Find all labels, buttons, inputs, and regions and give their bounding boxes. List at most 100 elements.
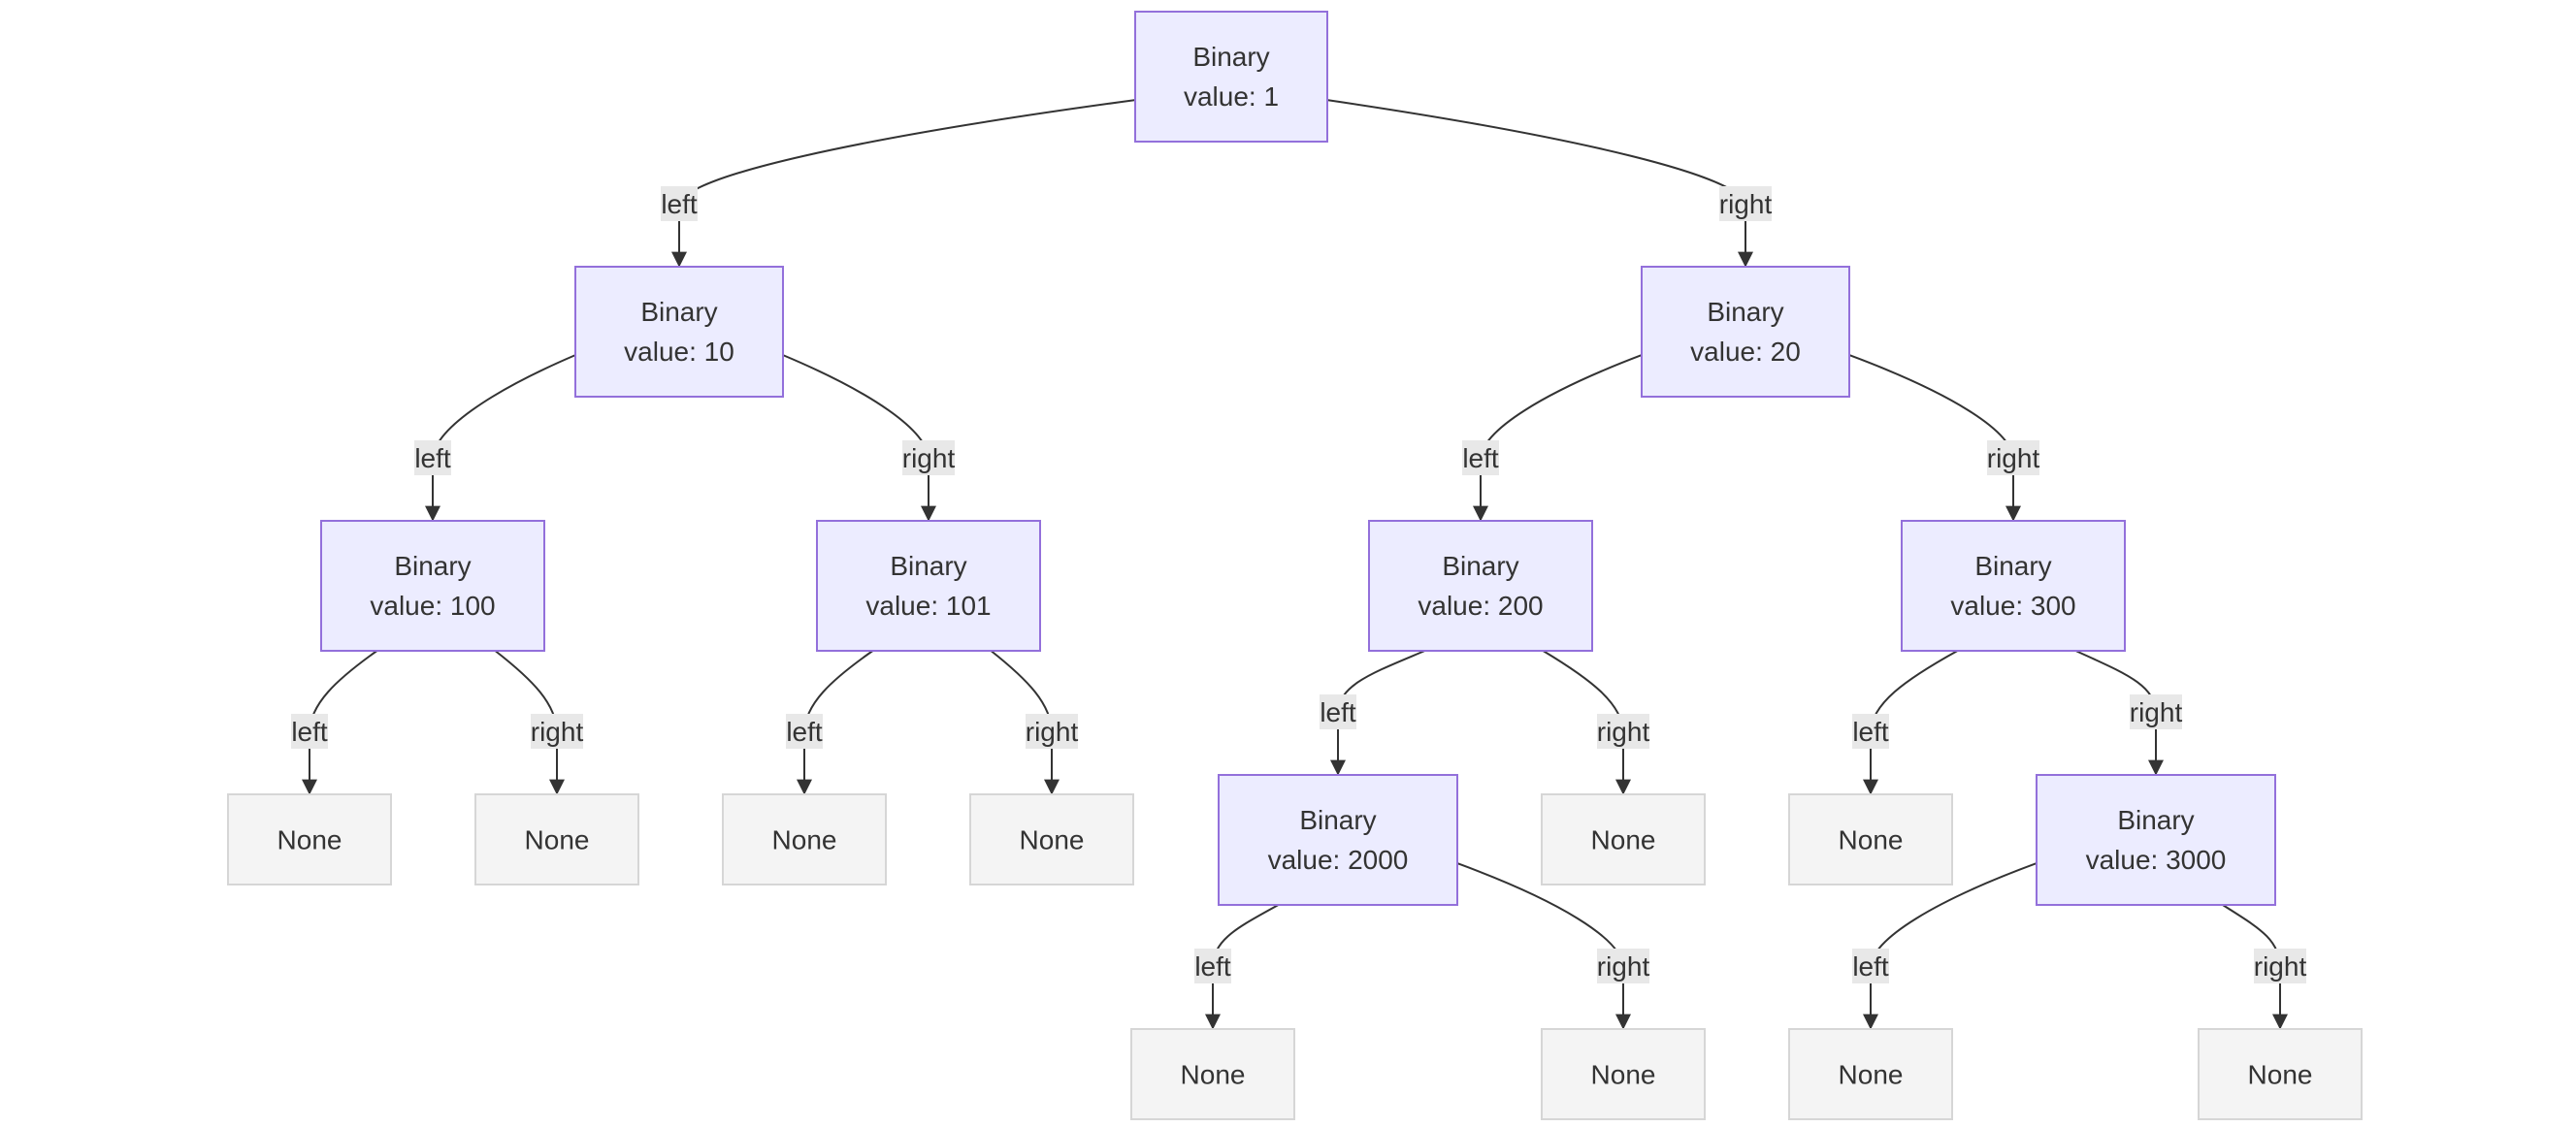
node-title: Binary [1707, 297, 1783, 327]
node-box [1641, 266, 1850, 398]
edge-label-text: right [2130, 697, 2183, 727]
edge-label: left [1320, 694, 1356, 729]
edge-label-text: left [1194, 951, 1231, 982]
edge-label-text: left [1320, 697, 1356, 727]
edge-arrow [1326, 99, 1753, 268]
edge-label-text: right [902, 443, 956, 473]
edge-label: left [1194, 949, 1231, 983]
edge-label-background [2254, 949, 2306, 983]
edge-label-text: right [1597, 717, 1650, 747]
edge-label-background [902, 440, 955, 475]
edge-label-text: left [1852, 951, 1889, 982]
node-title: None [1839, 825, 1904, 855]
edge-label-background [786, 714, 823, 749]
edge-label: left [291, 714, 328, 749]
node-title: Binary [640, 297, 717, 327]
node-title: Binary [2117, 805, 2194, 835]
binary-node: Binary value: 200 [1368, 520, 1593, 652]
node-value: value: 2000 [1268, 845, 1409, 875]
edge-label: right [902, 440, 956, 475]
node-value: value: 10 [624, 337, 734, 367]
edge-label-text: right [1026, 717, 1079, 747]
edge-label-background [1194, 949, 1231, 983]
node-box [227, 793, 392, 886]
edge-label: right [2254, 949, 2307, 983]
binary-node: Binary value: 10 [574, 266, 784, 398]
none-node: None [1541, 793, 1706, 886]
edge-label: left [414, 440, 451, 475]
edge-labels-layer: left right left right left right left right left… [291, 186, 2306, 983]
node-box [1134, 11, 1328, 143]
node-title: None [525, 825, 590, 855]
edge-label-background [1026, 714, 1078, 749]
edge-label: right [531, 714, 584, 749]
edge-arrow [1456, 862, 1631, 1030]
node-title: Binary [1974, 551, 2051, 581]
binary-node: Binary value: 101 [816, 520, 1041, 652]
node-box [1541, 793, 1706, 886]
edge-arrow [1863, 862, 2038, 1030]
none-node: None [969, 793, 1134, 886]
edge-label: right [1719, 186, 1773, 221]
node-box [1788, 793, 1953, 886]
edge-label-background [2130, 694, 2182, 729]
edge-label: left [1852, 714, 1889, 749]
node-box [2036, 774, 2276, 906]
node-title: None [1181, 1060, 1246, 1090]
edge-label-text: left [1852, 717, 1889, 747]
edge-label: left [786, 714, 823, 749]
edge-label-text: right [2254, 951, 2307, 982]
edge-label-background [1320, 694, 1356, 729]
none-node: None [474, 793, 639, 886]
node-value: value: 300 [1950, 591, 2075, 621]
none-node: None [227, 793, 392, 886]
node-title: Binary [890, 551, 966, 581]
none-node: None [2198, 1028, 2363, 1120]
node-box [816, 520, 1041, 652]
edge-label-text: left [786, 717, 823, 747]
edge-label-background [1462, 440, 1499, 475]
node-box [1541, 1028, 1706, 1120]
none-node: None [1541, 1028, 1706, 1120]
edge-label-text: right [1719, 189, 1773, 219]
node-box [1218, 774, 1458, 906]
edge-label-background [1987, 440, 2039, 475]
edge-arrow [1848, 354, 2021, 522]
node-title: None [1591, 1060, 1656, 1090]
edge-label-background [414, 440, 451, 475]
edge-label: right [1026, 714, 1079, 749]
node-box [574, 266, 784, 398]
node-title: Binary [1299, 805, 1376, 835]
edge-label: right [1987, 440, 2039, 475]
none-node: None [1130, 1028, 1295, 1120]
node-box [320, 520, 545, 652]
node-title: None [1020, 825, 1085, 855]
node-value: value: 200 [1418, 591, 1543, 621]
edge-label-background [1852, 949, 1889, 983]
edge-label: right [2130, 694, 2183, 729]
edge-label: right [1597, 949, 1650, 983]
node-title: Binary [1442, 551, 1518, 581]
edge-label-background [1597, 714, 1649, 749]
node-title: None [277, 825, 342, 855]
edge-arrow [782, 354, 936, 522]
node-title: None [1839, 1060, 1904, 1090]
edge-label-background [1719, 186, 1772, 221]
edge-label-text: right [1597, 951, 1650, 982]
node-title: None [1591, 825, 1656, 855]
edge-label: left [1852, 949, 1889, 983]
node-value: value: 101 [865, 591, 991, 621]
edge-label-background [291, 714, 328, 749]
node-value: value: 100 [370, 591, 495, 621]
edge-label-text: left [291, 717, 328, 747]
edge-label-text: left [661, 189, 698, 219]
edge-label-text: right [531, 717, 584, 747]
none-node: None [1788, 793, 1953, 886]
edge-label-text: left [1462, 443, 1499, 473]
